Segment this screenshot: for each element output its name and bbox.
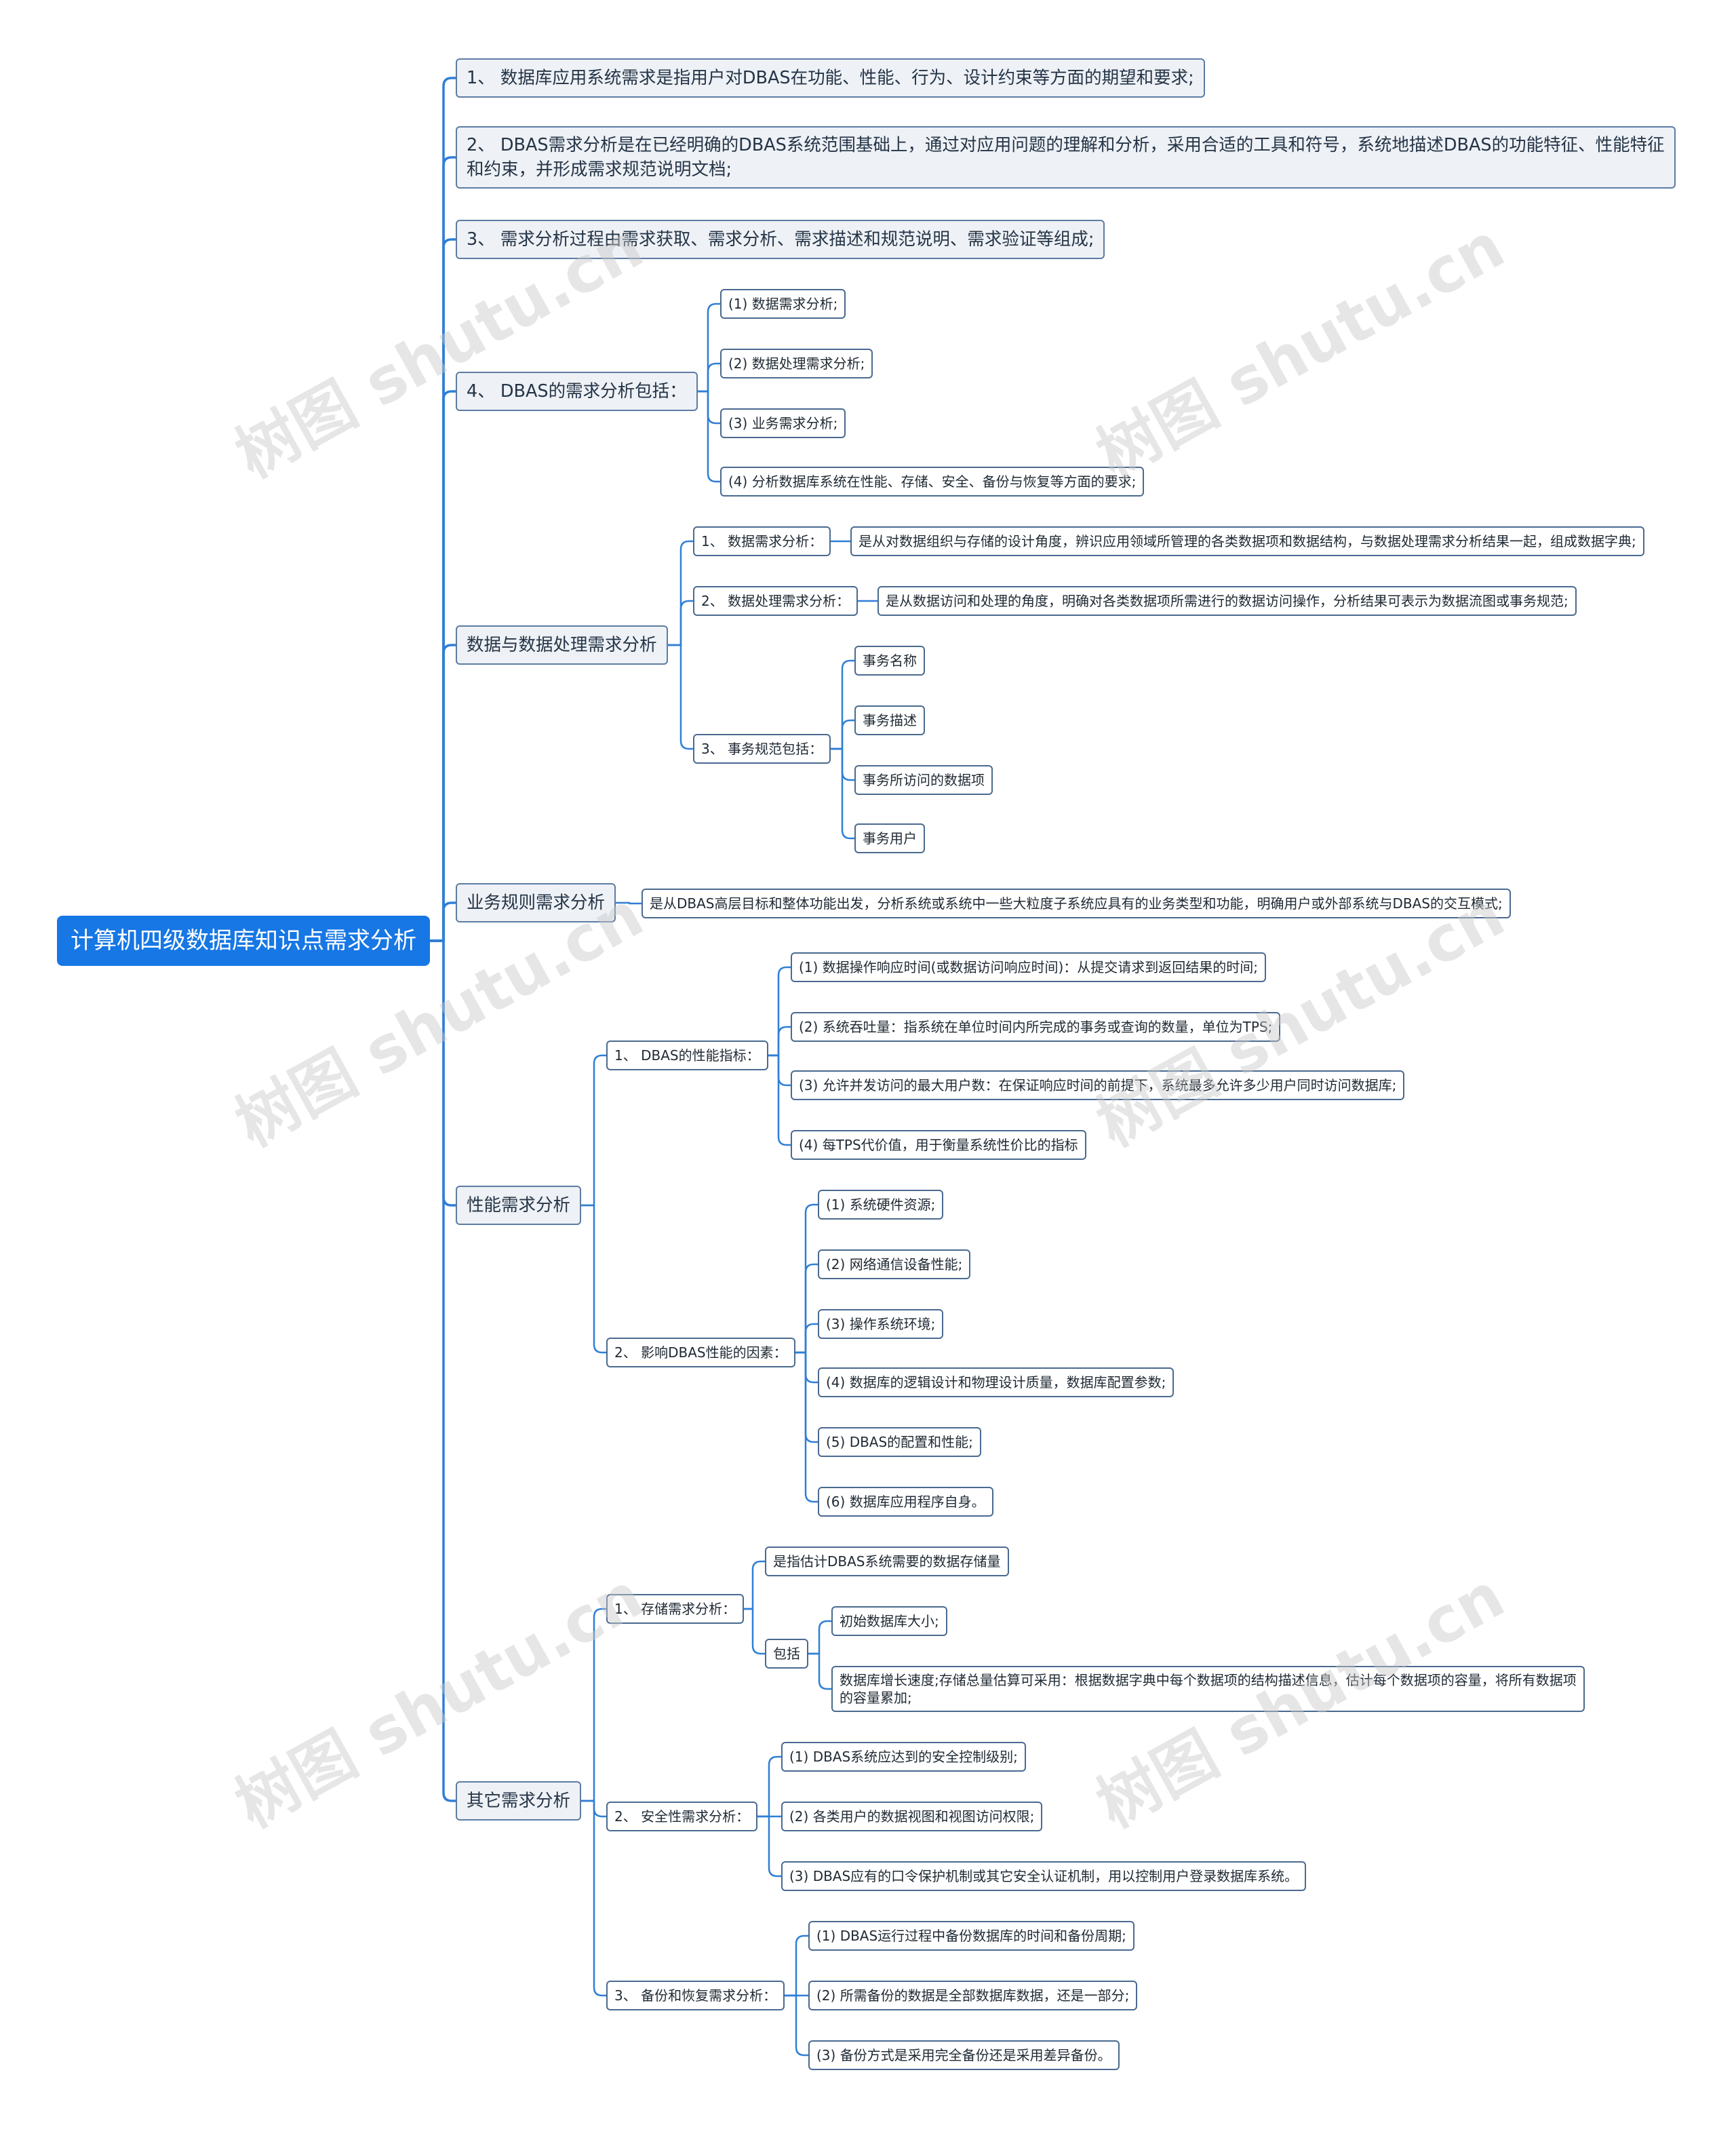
detail-security-views: (2) 各类用户的数据视图和视图访问权限; xyxy=(781,1802,1043,1831)
connector-line xyxy=(429,939,457,1802)
detail-factor-network: (2) 网络通信设备性能; xyxy=(818,1249,971,1279)
detail-business-rules: 是从DBAS高层目标和整体功能出发，分析系统或系统中一些大粒度子系统应具有的业务… xyxy=(642,889,1511,918)
connector-line xyxy=(743,1608,766,1655)
subtopic-data-processing-requirement: (2) 数据处理需求分析; xyxy=(720,349,873,378)
detail-processing-analysis: 是从数据访问和处理的角度，明确对各类数据项所需进行的数据访问操作，分析结果可表示… xyxy=(877,586,1577,616)
subtopic-security: 2、 安全性需求分析： xyxy=(606,1802,758,1831)
connector-line xyxy=(667,644,694,750)
connector-line xyxy=(743,1560,766,1610)
main-topic-requirement-definition: 1、 数据库应用系统需求是指用户对DBAS在功能、性能、行为、设计约束等方面的期… xyxy=(456,58,1205,98)
detail-metric-throughput: (2) 系统吞吐量：指系统在单位时间内所完成的事务或查询的数量，单位为TPS; xyxy=(791,1012,1281,1042)
detail-backup-scope: (2) 所需备份的数据是全部数据库数据，还是一部分; xyxy=(808,1981,1138,2010)
connector-line xyxy=(580,1799,608,1997)
detail-transaction-name: 事务名称 xyxy=(854,646,925,676)
connector-line xyxy=(807,1652,833,1690)
detail-transaction-description: 事务描述 xyxy=(854,705,925,735)
main-topic-business-rules: 业务规则需求分析 xyxy=(456,883,616,922)
connector-line xyxy=(756,1755,783,1818)
connector-line xyxy=(429,901,457,942)
detail-factor-application: (6) 数据库应用程序自身。 xyxy=(818,1487,993,1517)
connector-line xyxy=(783,1934,810,1997)
connector-line xyxy=(767,1054,792,1087)
topic-text-line-2: 和约束，并形成需求规范说明文档; xyxy=(467,159,732,180)
detail-backup-method: (3) 备份方式是采用完全备份还是采用差异备份。 xyxy=(808,2040,1120,2070)
detail-factor-db-design: (4) 数据库的逻辑设计和物理设计质量，数据库配置参数; xyxy=(818,1367,1175,1397)
connector-line xyxy=(767,966,792,1057)
connector-line xyxy=(756,1815,783,1878)
connector-line xyxy=(767,1054,792,1146)
detail-metric-max-users: (3) 允许并发访问的最大用户数：在保证响应时间的前提下，系统最多允许多少用户同… xyxy=(791,1070,1405,1100)
connector-line xyxy=(807,1620,833,1655)
connector-line xyxy=(829,719,856,750)
detail-data-analysis: 是从对数据组织与存储的设计角度，辨识应用领域所管理的各类数据项和数据结构，与数据… xyxy=(850,526,1644,556)
detail-metric-response-time: (1) 数据操作响应时间(或数据访问响应时间)：从提交请求到返回结果的时间; xyxy=(791,952,1267,982)
detail-transaction-data-items: 事务所访问的数据项 xyxy=(854,765,993,795)
connector-line xyxy=(696,303,722,393)
main-topic-performance: 性能需求分析 xyxy=(456,1186,582,1225)
subtopic-data-requirement: (1) 数据需求分析; xyxy=(720,289,846,319)
connector-line xyxy=(429,238,457,942)
subtopic-data-analysis: 1、 数据需求分析： xyxy=(693,526,831,556)
detail-storage-includes: 包括 xyxy=(765,1639,808,1669)
subtopic-system-requirements: (4) 分析数据库系统在性能、存储、安全、备份与恢复等方面的要求; xyxy=(720,467,1145,497)
main-topic-data-processing-analysis: 数据与数据处理需求分析 xyxy=(456,625,668,665)
detail-initial-size: 初始数据库大小; xyxy=(831,1606,947,1636)
connector-line xyxy=(794,1323,819,1354)
connector-line xyxy=(829,747,856,840)
main-topic-other: 其它需求分析 xyxy=(456,1781,582,1821)
subtopic-business-requirement: (3) 业务需求分析; xyxy=(720,408,846,438)
main-topic-analysis-process: 3、 需求分析过程由需求获取、需求分析、需求描述和规范说明、需求验证等组成; xyxy=(456,220,1105,259)
subtopic-transaction-spec: 3、 事务规范包括： xyxy=(693,734,831,764)
connector-line xyxy=(667,600,694,646)
detail-factor-os: (3) 操作系统环境; xyxy=(818,1309,944,1339)
connector-line xyxy=(829,659,856,750)
main-topic-requirement-analysis-definition: 2、 DBAS需求分析是在已经明确的DBAS系统范围基础上，通过对应用问题的理解… xyxy=(456,126,1676,189)
connector-line xyxy=(580,1054,608,1207)
connector-line xyxy=(696,362,722,393)
central-topic: 计算机四级数据库知识点需求分析 xyxy=(57,916,430,966)
detail-factor-dbas-config: (5) DBAS的配置和性能; xyxy=(818,1427,981,1457)
connector-line xyxy=(794,1263,819,1354)
topic-text-line-1: 2、 DBAS需求分析是在已经明确的DBAS系统范围基础上，通过对应用问题的理解… xyxy=(467,135,1665,155)
connector-line xyxy=(580,1204,608,1354)
detail-storage-estimate: 是指估计DBAS系统需要的数据存储量 xyxy=(765,1546,1009,1576)
connector-line xyxy=(794,1203,819,1354)
subtopic-performance-metrics: 1、 DBAS的性能指标： xyxy=(606,1040,768,1070)
detail-security-level: (1) DBAS系统应达到的安全控制级别; xyxy=(781,1742,1026,1772)
subtopic-performance-factors: 2、 影响DBAS性能的因素： xyxy=(606,1338,795,1367)
connector-line xyxy=(696,390,722,425)
detail-metric-cost-per-tps: (4) 每TPS代价值，用于衡量系统性价比的指标 xyxy=(791,1130,1086,1160)
detail-backup-schedule: (1) DBAS运行过程中备份数据库的时间和备份周期; xyxy=(808,1921,1135,1951)
subtopic-processing-analysis: 2、 数据处理需求分析： xyxy=(693,586,859,616)
detail-factor-hardware: (1) 系统硬件资源; xyxy=(818,1190,944,1220)
detail-transaction-users: 事务用户 xyxy=(854,823,925,853)
connector-line xyxy=(794,1351,819,1503)
connector-line xyxy=(767,1026,792,1057)
connector-line xyxy=(783,1994,810,2057)
connector-line xyxy=(794,1351,819,1384)
detail-text-line-1: 数据库增长速度;存储总量估算可采用：根据数据字典中每个数据项的结构描述信息，估计… xyxy=(840,1672,1577,1688)
detail-text-line-2: 的容量累加; xyxy=(840,1690,912,1706)
main-topic-analysis-contents: 4、 DBAS的需求分析包括： xyxy=(456,372,698,411)
connector-line xyxy=(794,1351,819,1443)
connector-line xyxy=(429,77,457,942)
connector-line xyxy=(667,540,694,646)
connector-line xyxy=(429,390,457,942)
connector-line xyxy=(429,644,457,942)
detail-security-auth: (3) DBAS应有的口令保护机制或其它安全认证机制，用以控制用户登录数据库系统… xyxy=(781,1861,1307,1891)
subtopic-storage: 1、 存储需求分析： xyxy=(606,1594,745,1624)
subtopic-backup: 3、 备份和恢复需求分析： xyxy=(606,1981,785,2010)
connector-line xyxy=(429,156,457,942)
detail-growth-rate: 数据库增长速度;存储总量估算可采用：根据数据字典中每个数据项的结构描述信息，估计… xyxy=(831,1666,1585,1712)
connector-line xyxy=(580,1608,608,1802)
connector-line xyxy=(696,390,722,483)
